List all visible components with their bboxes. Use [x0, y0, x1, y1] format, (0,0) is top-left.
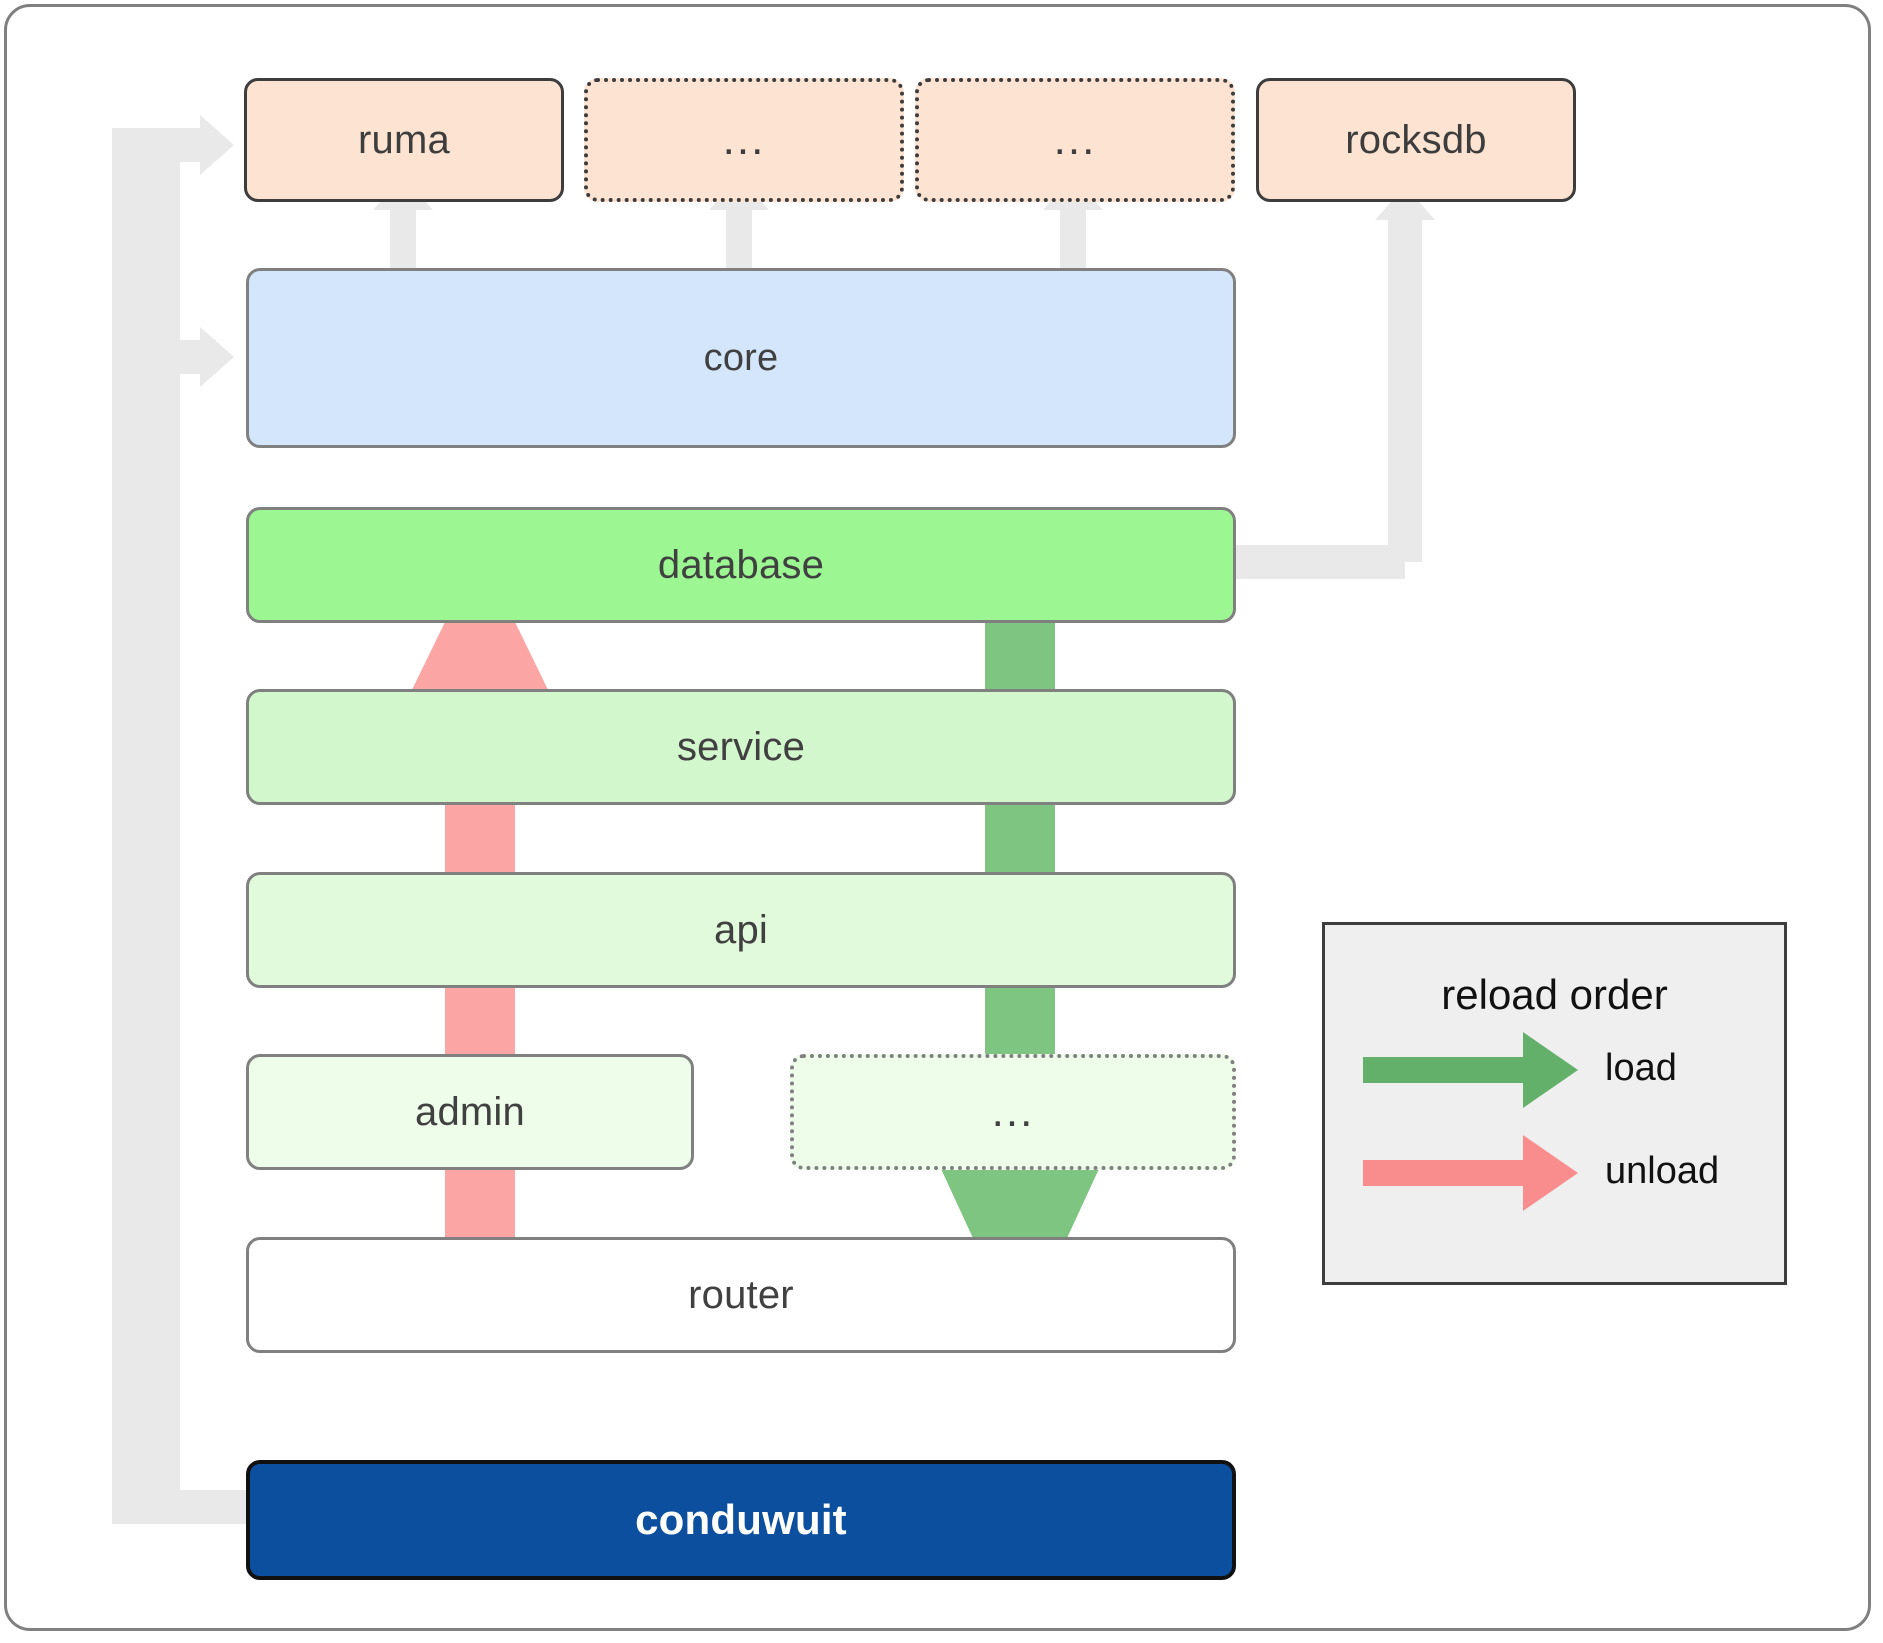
root-label-conduwuit: conduwuit — [635, 1496, 847, 1543]
connector-left-trunk — [112, 128, 146, 1524]
legend-panel: reload order load unload — [1322, 922, 1787, 1285]
dependency-node-ellipsis-1[interactable]: ... — [584, 78, 904, 202]
dependency-label-rocksdb: rocksdb — [1345, 117, 1487, 162]
connector-core-to-dots2-shaft — [1060, 200, 1086, 274]
layer-label-api: api — [714, 907, 768, 952]
legend-label-load: load — [1605, 1047, 1677, 1089]
layer-label-router: router — [688, 1272, 794, 1317]
dependency-label-ellipsis-1: ... — [722, 115, 766, 164]
layer-node-router[interactable]: router — [246, 1237, 1236, 1353]
layer-node-api[interactable]: api — [246, 872, 1236, 988]
layer-label-service: service — [676, 724, 806, 769]
legend-title: reload order — [1441, 971, 1668, 1018]
layer-label-ellipsis: ... — [991, 1087, 1035, 1136]
connector-core-to-ruma-shaft — [390, 200, 416, 274]
core-node[interactable]: core — [246, 268, 1236, 448]
connector-inner-trunk — [146, 162, 180, 1524]
connector-arrow-to-ruma — [200, 115, 234, 175]
legend-arrow-load — [1363, 1032, 1578, 1108]
dependency-label-ruma: ruma — [358, 117, 450, 162]
layer-node-admin[interactable]: admin — [246, 1054, 694, 1170]
legend-arrow-unload-shape — [1363, 1135, 1578, 1211]
core-label: core — [703, 336, 779, 379]
connector-database-to-rocksdb-vertical — [1388, 210, 1422, 562]
layer-node-database[interactable]: database — [246, 507, 1236, 623]
legend-label-unload: unload — [1605, 1150, 1720, 1192]
connector-core-to-dots1-shaft — [726, 200, 752, 274]
layer-label-database: database — [657, 542, 825, 587]
dependency-node-rocksdb[interactable]: rocksdb — [1256, 78, 1576, 202]
legend-arrow-load-shape — [1363, 1032, 1578, 1108]
root-node-conduwuit[interactable]: conduwuit — [246, 1460, 1236, 1580]
connector-database-to-rocksdb-horizontal — [1215, 545, 1405, 579]
layer-node-ellipsis[interactable]: ... — [790, 1054, 1236, 1170]
connector-arrow-to-core — [200, 327, 234, 387]
diagram-frame — [4, 4, 1871, 1631]
legend-arrow-unload — [1363, 1135, 1578, 1211]
layer-node-service[interactable]: service — [246, 689, 1236, 805]
connector-branch-to-ruma — [112, 128, 212, 162]
dependency-node-ruma[interactable]: ruma — [244, 78, 564, 202]
dependency-node-ellipsis-2[interactable]: ... — [915, 78, 1235, 202]
dependency-label-ellipsis-2: ... — [1053, 115, 1097, 164]
layer-label-admin: admin — [415, 1089, 525, 1134]
